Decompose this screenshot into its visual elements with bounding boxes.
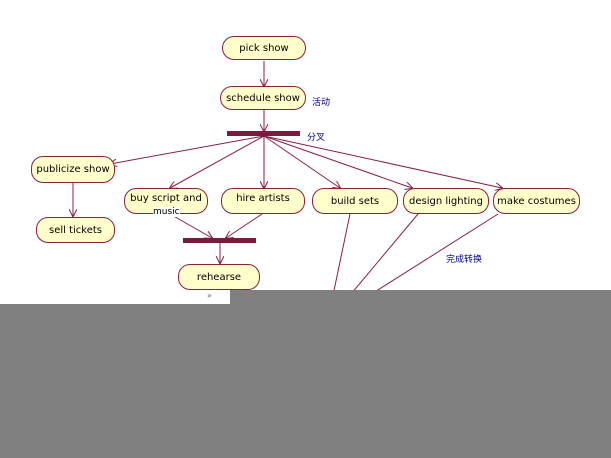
node-publicize-show: publicize show	[31, 156, 115, 183]
fork-bar	[227, 131, 300, 136]
occluding-overlay-strip	[230, 290, 611, 304]
edge-fork-to-design-lighting	[263, 135, 412, 188]
edge-design-lighting-down	[345, 213, 419, 301]
edge-fork-to-publicize	[110, 135, 265, 164]
join-bar	[183, 238, 256, 243]
node-rehearse: rehearse	[178, 264, 260, 290]
annotation-activity: 活动	[312, 98, 331, 108]
node-schedule-show: schedule show	[220, 86, 306, 110]
annotation-fork: 分叉	[307, 133, 326, 143]
edge-fork-to-make-costumes	[263, 135, 502, 188]
edge-hire-to-join	[226, 213, 263, 238]
node-make-costumes: make costumes	[493, 188, 580, 214]
edge-buy-script-to-join	[169, 213, 212, 238]
partial-arrow-mark: »	[207, 291, 212, 300]
node-sell-tickets: sell tickets	[36, 217, 115, 243]
edge-build-sets-down	[331, 213, 351, 301]
node-build-sets: build sets	[312, 188, 398, 214]
edge-fork-to-buy-script	[170, 135, 265, 188]
edge-make-costumes-down	[361, 213, 499, 301]
node-buy-script-overflow: music	[153, 207, 180, 217]
node-hire-artists: hire artists	[221, 188, 305, 214]
node-pick-show: pick show	[222, 36, 306, 60]
edge-fork-to-build-sets	[263, 135, 340, 188]
node-design-lighting: design lighting	[403, 188, 489, 214]
occluding-overlay	[0, 304, 611, 458]
annotation-transition: 完成转换	[446, 255, 483, 265]
